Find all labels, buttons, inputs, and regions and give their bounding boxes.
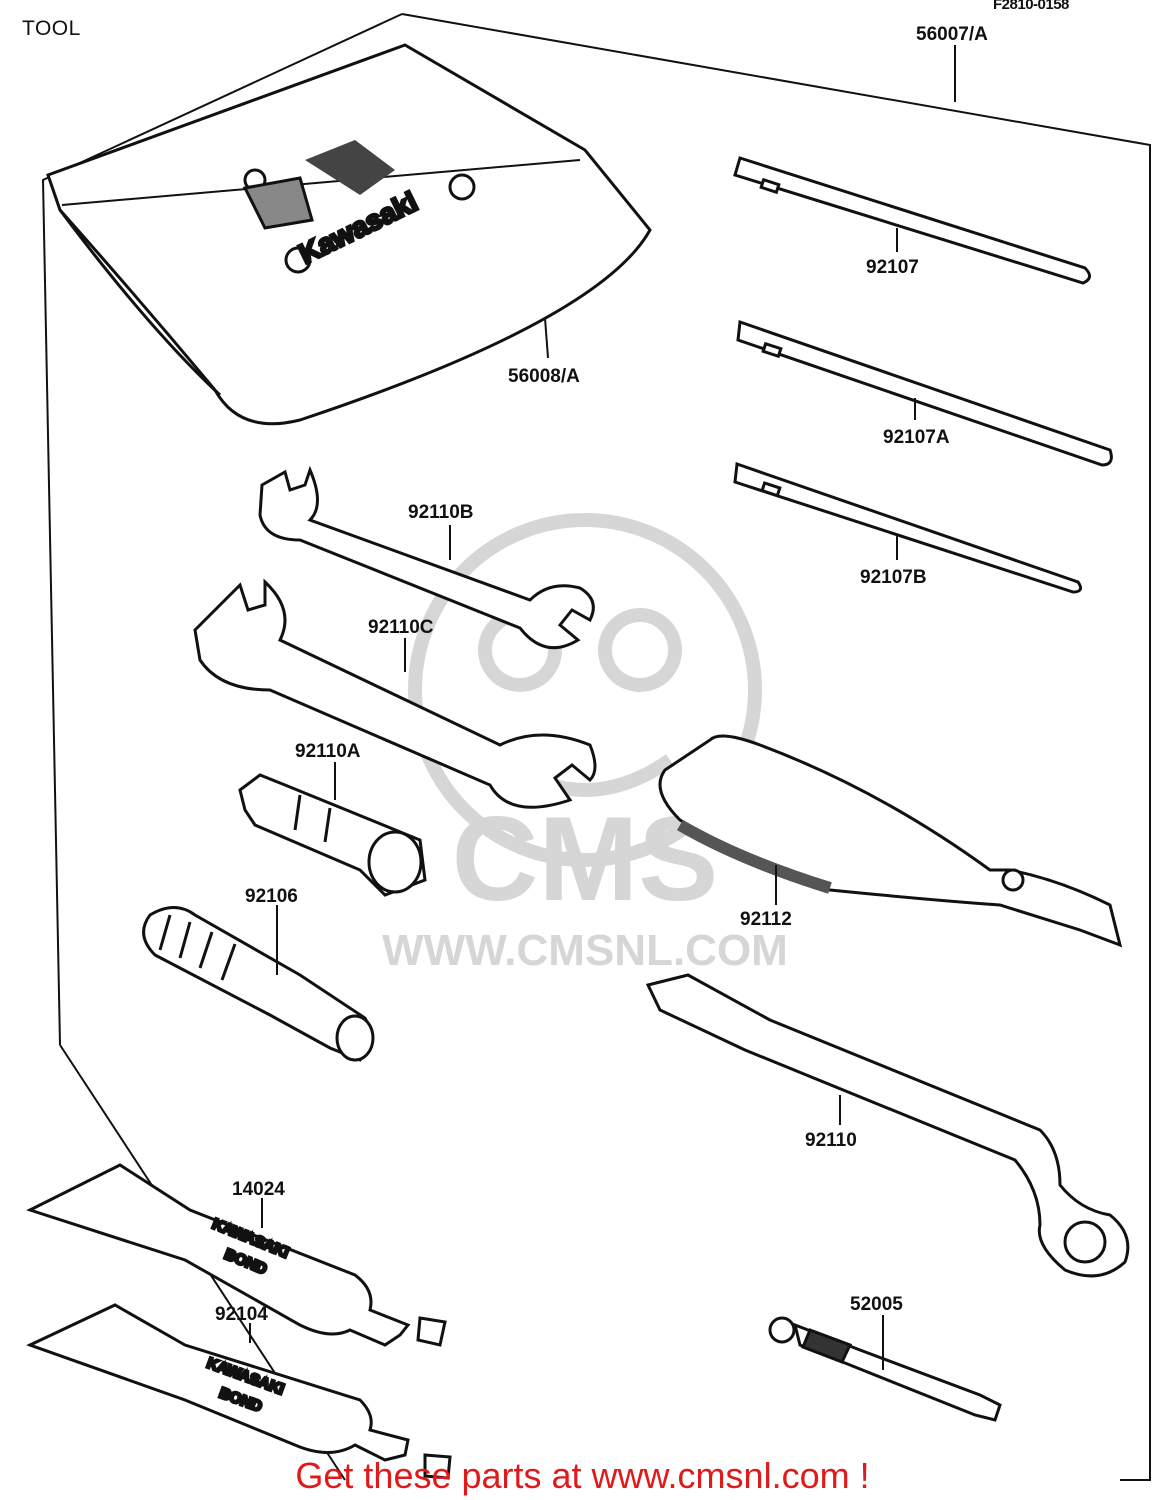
pliers-icon	[658, 734, 1123, 948]
label-92107a: 92107A	[883, 427, 950, 448]
label-92110b: 92110B	[408, 502, 474, 523]
leader-56008-a	[544, 317, 549, 359]
label-92106: 92106	[245, 886, 298, 907]
label-92104: 92104	[215, 1304, 268, 1325]
label-92107b: 92107B	[860, 567, 927, 588]
promo-link[interactable]: Get these parts at www.cmsnl.com !	[295, 1455, 870, 1496]
label-92110: 92110	[805, 1130, 857, 1151]
spoke-wrench-a-icon	[736, 319, 1113, 467]
open-end-wrench-c-icon	[193, 578, 597, 809]
plug-wrench-icon	[238, 773, 427, 897]
screwdriver-handle-icon	[142, 906, 375, 1062]
grease-gun-icon	[768, 1316, 1002, 1422]
watermark: CMS WWW.CMSNL.COM	[382, 513, 788, 975]
watermark-url: WWW.CMSNL.COM	[382, 926, 788, 975]
label-56007-a: 56007/A	[916, 24, 988, 45]
tube-1-cap-icon	[416, 1316, 447, 1347]
label-92110c: 92110C	[368, 617, 434, 638]
tube-2-cap-icon	[423, 1453, 452, 1480]
label-92112: 92112	[740, 909, 792, 930]
watermark-head-icon	[408, 513, 762, 867]
tool-bag-icon: Kawasaki	[46, 43, 652, 426]
label-52005: 52005	[850, 1294, 903, 1315]
label-92107: 92107	[866, 257, 919, 278]
label-92110a: 92110A	[295, 741, 361, 762]
spoke-wrench-b-icon	[733, 461, 1083, 594]
open-end-wrench-b-icon	[258, 465, 595, 650]
box-wrench-icon	[645, 973, 1130, 1278]
spoke-wrench-icon	[733, 156, 1091, 285]
label-56008-a: 56008/A	[508, 366, 580, 387]
page-title: TOOL	[22, 17, 81, 40]
label-14024: 14024	[232, 1179, 285, 1200]
diagram-reference: F2810-0158	[993, 0, 1069, 13]
